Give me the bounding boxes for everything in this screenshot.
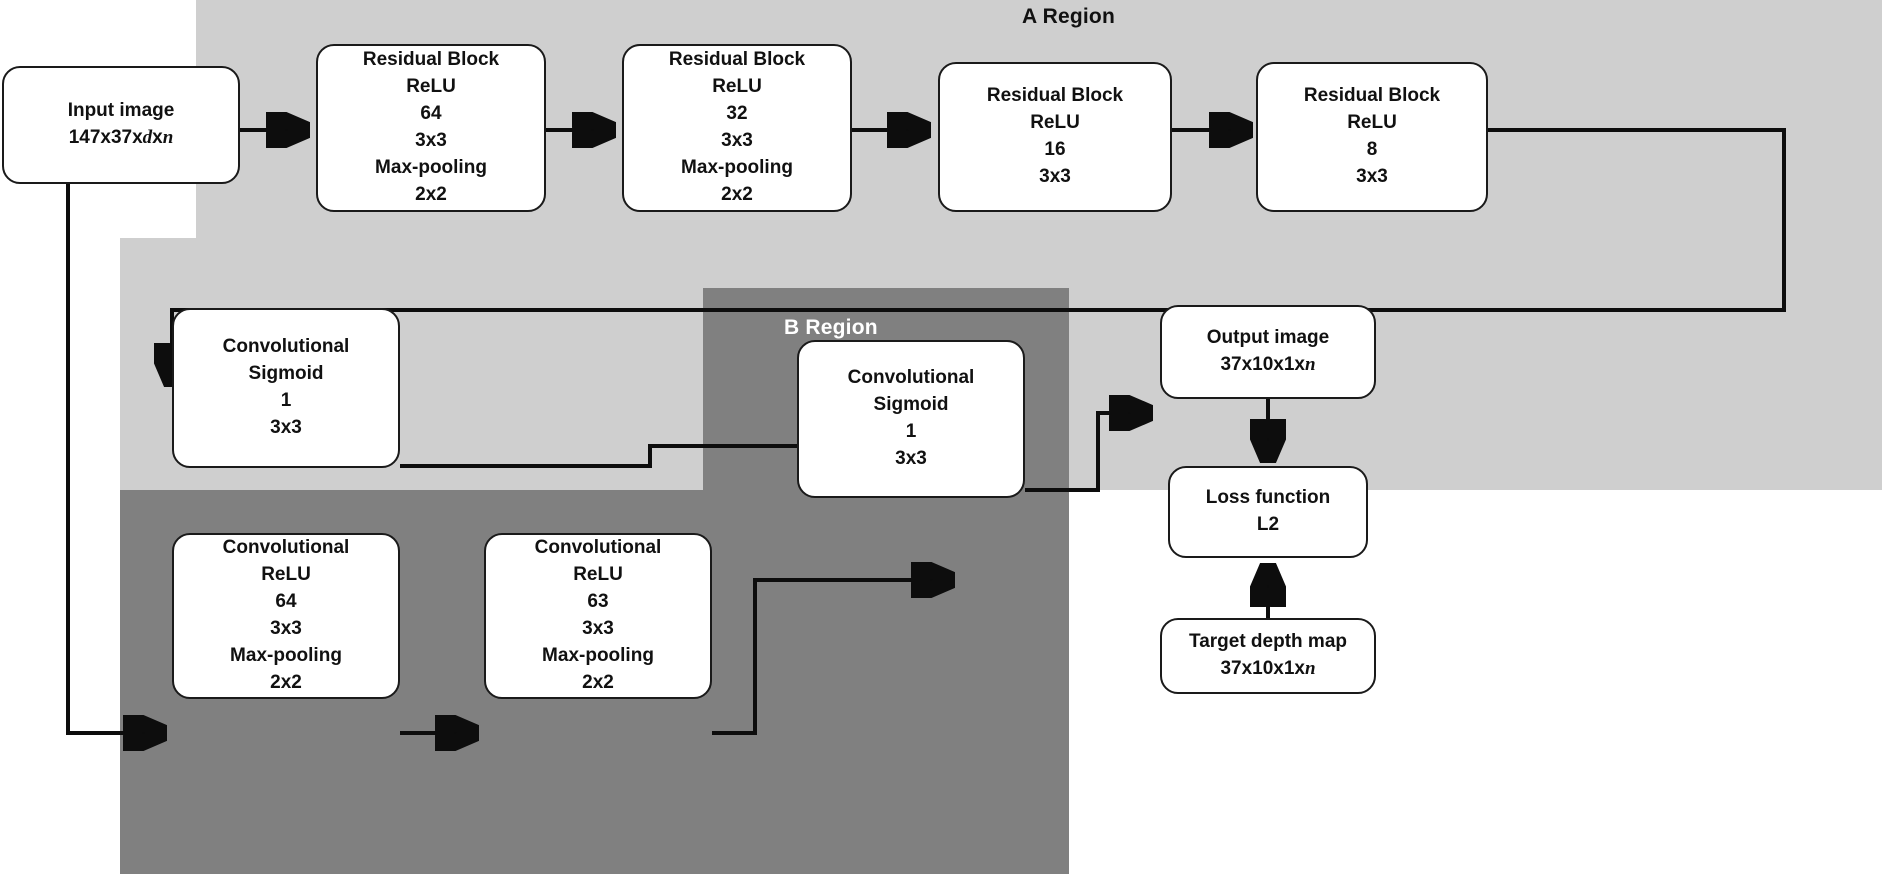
node-line: ReLU — [712, 76, 762, 98]
region-b-label: B Region — [784, 316, 878, 339]
node-line: ReLU — [1030, 112, 1080, 134]
node-line: 8 — [1366, 139, 1378, 160]
node-line: Convolutional — [534, 537, 662, 559]
node-line: 37x10x1xn — [1220, 658, 1316, 679]
node-line: Max-pooling — [542, 644, 654, 666]
node-line: ReLU — [1347, 112, 1397, 134]
node-output-image[interactable]: Output image 37x10x1xn — [1160, 305, 1376, 399]
node-line: 2x2 — [415, 183, 447, 205]
node-line: 3x3 — [1356, 165, 1388, 187]
node-target-depth-map[interactable]: Target depth map 37x10x1xn — [1160, 618, 1376, 694]
node-line: 3x3 — [415, 130, 447, 151]
node-line: 3x3 — [270, 416, 302, 438]
region-a-label: A Region — [1022, 5, 1115, 28]
node-line: Residual Block — [362, 49, 500, 71]
node-line: 1 — [905, 421, 917, 442]
node-line: 63 — [587, 591, 609, 613]
node-line: Convolutional — [222, 537, 350, 559]
node-line: Convolutional — [222, 336, 350, 358]
node-line: Max-pooling — [375, 156, 487, 178]
node-line: 147x37xdxn — [68, 127, 174, 148]
node-line: Residual Block — [668, 49, 806, 71]
node-line: 3x3 — [895, 447, 927, 469]
node-input-image[interactable]: Input image 147x37xdxn — [2, 66, 240, 184]
node-line: 3x3 — [270, 618, 302, 639]
node-line: Residual Block — [1303, 85, 1441, 107]
node-line: Residual Block — [986, 85, 1124, 107]
node-line: Max-pooling — [230, 644, 342, 666]
node-line: 2x2 — [270, 671, 302, 693]
node-line: 2x2 — [582, 671, 614, 693]
node-line: 37x10x1xn — [1220, 354, 1316, 375]
node-line: Sigmoid — [248, 363, 324, 385]
wire-convsigb-to-output — [1025, 413, 1150, 492]
node-line: Convolutional — [847, 367, 975, 389]
node-line: L2 — [1256, 514, 1280, 535]
node-line: Loss function — [1205, 487, 1331, 509]
wire-convb2-to-convsigb — [712, 580, 952, 735]
node-line: 3x3 — [582, 618, 614, 639]
node-line: Input image — [67, 100, 175, 122]
node-line: ReLU — [261, 564, 311, 586]
node-line: Target depth map — [1189, 631, 1347, 653]
node-line: 3x3 — [721, 130, 753, 151]
node-line: 3x3 — [1039, 165, 1071, 187]
node-line: 64 — [420, 103, 442, 125]
node-line: 16 — [1044, 139, 1066, 160]
node-line: Max-pooling — [681, 156, 793, 178]
node-line: 1 — [280, 390, 292, 411]
node-line: Output image — [1206, 327, 1330, 349]
node-line: 32 — [726, 103, 748, 125]
node-line: Sigmoid — [873, 394, 949, 416]
wire-input-to-convb1 — [66, 184, 164, 733]
node-line: ReLU — [573, 564, 623, 586]
node-line: 64 — [275, 591, 297, 613]
node-line: 2x2 — [721, 183, 753, 205]
node-line: ReLU — [406, 76, 456, 98]
